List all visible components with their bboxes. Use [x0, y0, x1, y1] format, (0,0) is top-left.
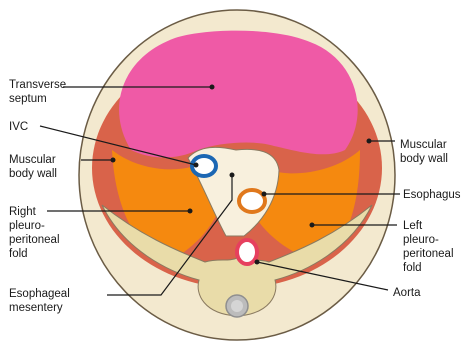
label-ivc: IVC: [9, 121, 28, 133]
dot-left-fold: [310, 223, 315, 228]
dot-transverse-septum: [210, 85, 215, 90]
label-left-pleuroperitoneal-fold: Left pleuro- peritoneal fold: [403, 220, 457, 274]
dot-ivc: [194, 163, 199, 168]
transverse-septum: [119, 31, 358, 158]
esophagus-structure: [239, 190, 265, 212]
dot-muscular-wall-left: [111, 158, 116, 163]
label-right-pleuroperitoneal-fold: Right pleuro- peritoneal fold: [9, 206, 63, 260]
aorta-vessel: [237, 240, 257, 264]
label-esophageal-mesentery: Esophageal mesentery: [9, 288, 73, 314]
label-aorta: Aorta: [393, 287, 421, 299]
label-esophagus: Esophagus: [403, 189, 461, 201]
dot-aorta: [255, 260, 260, 265]
label-muscular-body-wall-left: Muscular body wall: [9, 154, 59, 180]
dot-esophagus: [262, 192, 267, 197]
dot-right-fold: [188, 209, 193, 214]
spinal-cord: [231, 300, 243, 312]
dot-esophageal-mesentery: [230, 173, 235, 178]
label-transverse-septum: Transverse septum: [9, 79, 69, 105]
label-muscular-body-wall-right: Muscular body wall: [400, 139, 450, 165]
dot-muscular-wall-right: [367, 139, 372, 144]
